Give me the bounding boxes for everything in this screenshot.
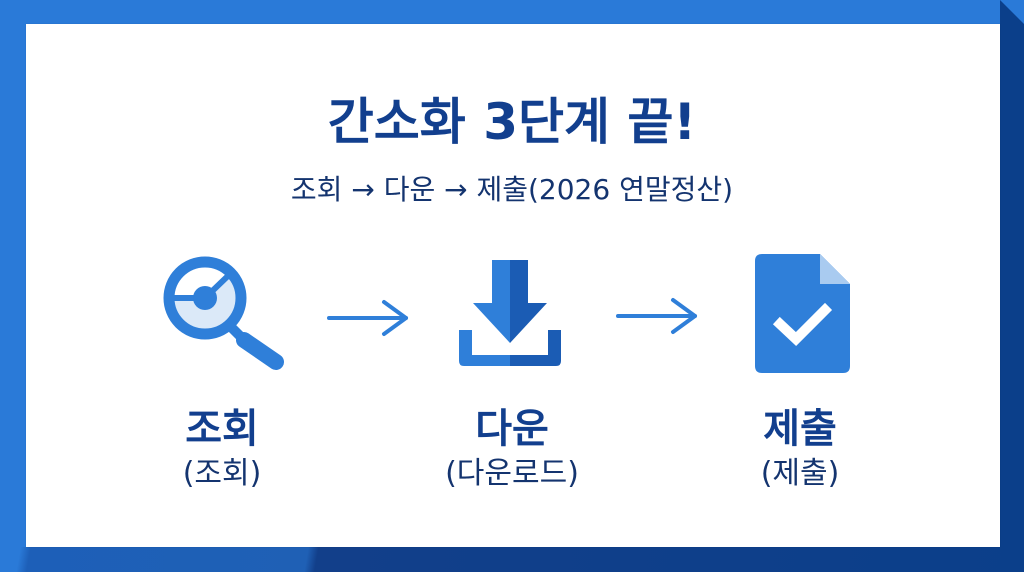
arrow-right-icon: [616, 298, 697, 334]
step-sublabel-inquiry: (조회): [182, 456, 262, 491]
step-label-inquiry: 조회: [185, 406, 259, 452]
frame-right-edge: [1000, 0, 1024, 572]
step-label-download: 다운: [475, 406, 549, 452]
document-check-icon: [755, 254, 850, 373]
step-label-submit: 제출: [763, 406, 837, 452]
magnifier-icon: [163, 256, 284, 370]
download-icon: [459, 260, 561, 366]
frame-corner: [1000, 0, 1024, 24]
page-title: 간소화 3단계 끝!: [327, 93, 697, 151]
page-subtitle: 조회 → 다운 → 제출(2026 연말정산): [290, 173, 734, 206]
arrow-right-icon: [327, 300, 408, 336]
step-sublabel-download: (다운로드): [445, 456, 579, 491]
frame-top-edge: [0, 0, 1024, 24]
frame-left-edge: [0, 0, 26, 572]
frame-bottom-edge: [0, 547, 1024, 572]
step-sublabel-submit: (제출): [760, 456, 840, 491]
